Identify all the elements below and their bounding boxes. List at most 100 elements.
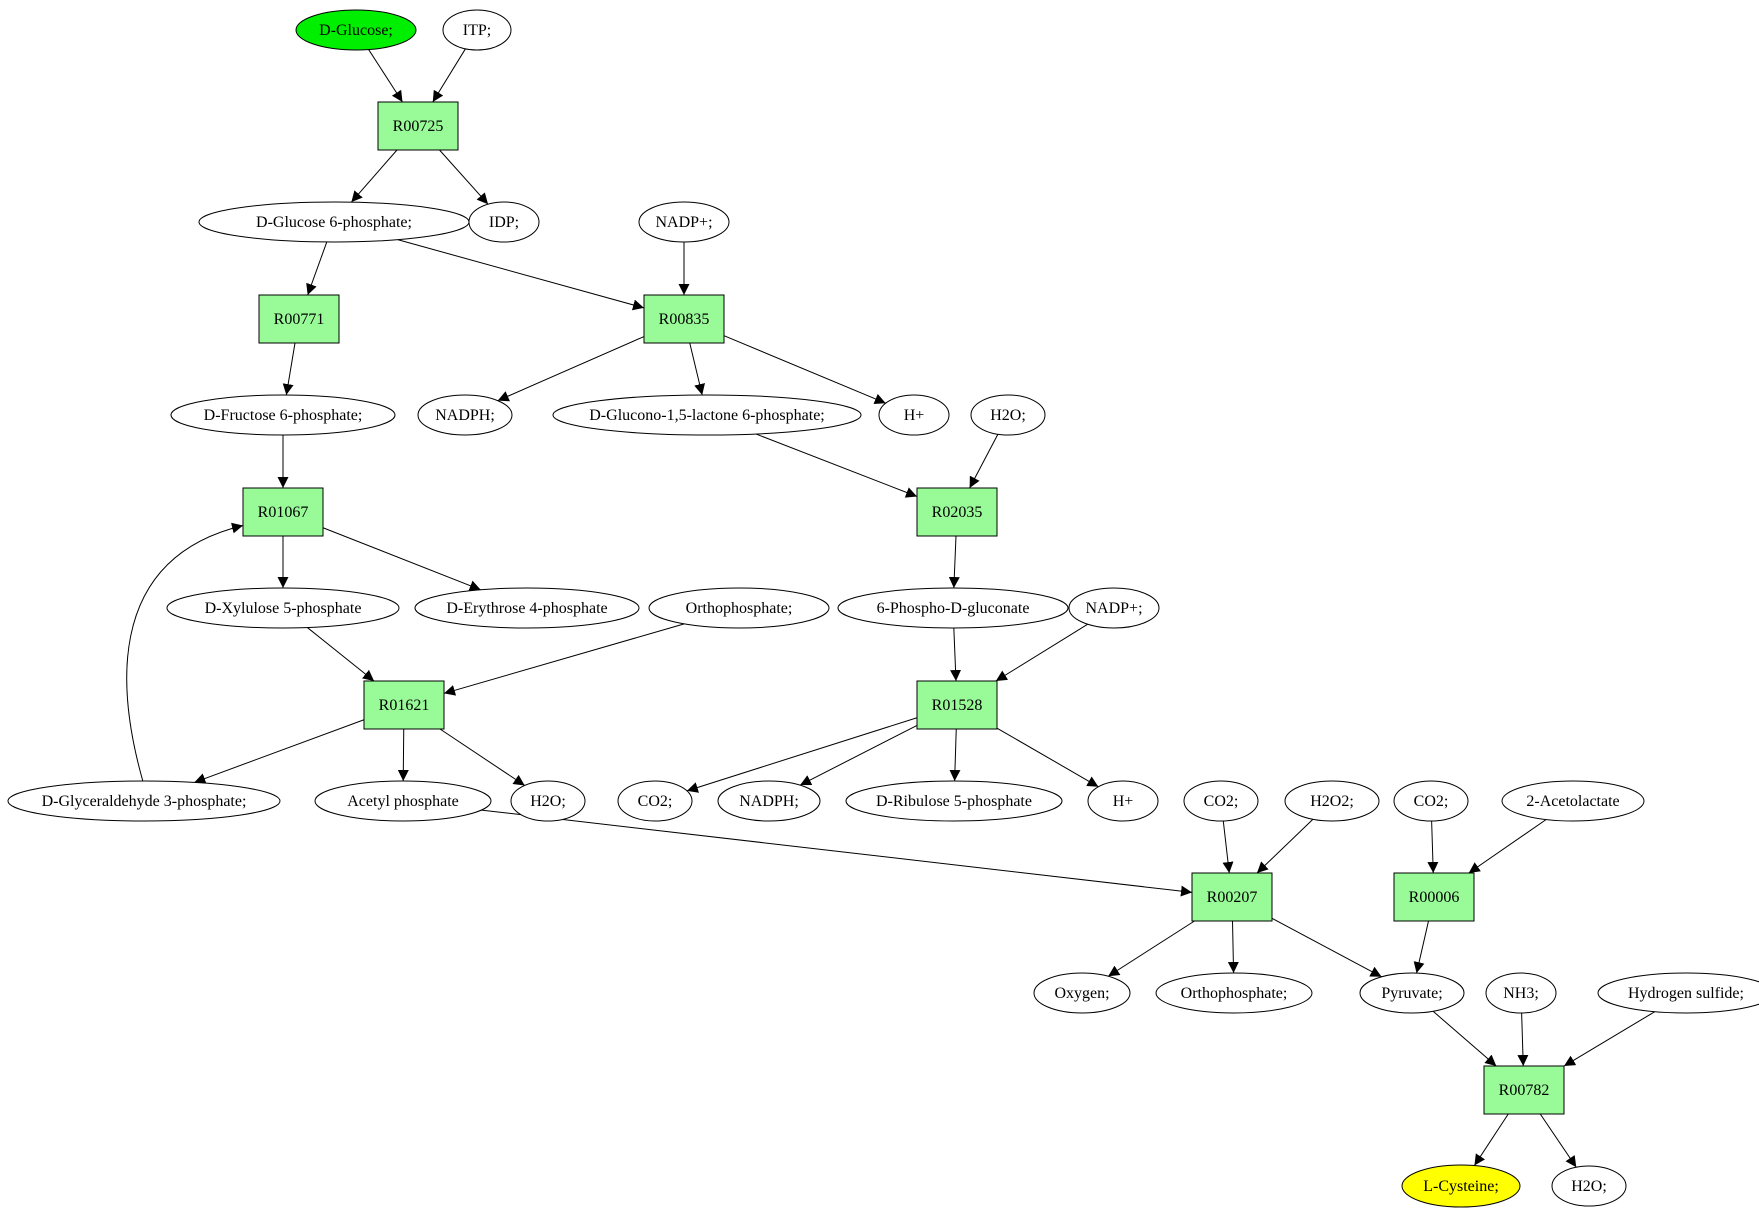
edge-h2o1-to-R02035	[969, 434, 999, 489]
edge-R00725-to-idp	[439, 149, 489, 205]
compound-ellipse	[837, 587, 1069, 629]
compound-node[interactable]: H+	[878, 394, 950, 436]
compound-node[interactable]: Acetyl phosphate	[314, 780, 492, 822]
compound-node[interactable]: Orthophosphate;	[648, 587, 830, 629]
compound-node[interactable]: D-Fructose 6-phosphate;	[170, 394, 396, 436]
compound-label: CO2;	[1414, 793, 1449, 810]
compound-ellipse	[552, 394, 862, 436]
edge-R01621-to-h2o2	[439, 728, 525, 786]
compound-label: D-Fructose 6-phosphate;	[204, 407, 363, 424]
compound-node[interactable]: H2O;	[1551, 1165, 1627, 1207]
reaction-box	[242, 487, 324, 537]
compound-node[interactable]: CO2;	[1183, 780, 1259, 822]
compound-ellipse	[1155, 972, 1313, 1014]
edge-acp-to-R00207	[481, 809, 1193, 897]
reaction-node[interactable]: R01067	[242, 487, 324, 537]
compound-label: 2-Acetolactate	[1526, 793, 1619, 810]
compound-label: ITP;	[463, 22, 491, 39]
edge-R00771-to-f6p	[282, 342, 296, 396]
edge-R01528-to-r5p	[949, 728, 961, 782]
edge-pg-to-R01528	[950, 627, 962, 682]
compound-ellipse	[414, 587, 640, 629]
compound-node[interactable]: ITP;	[442, 9, 512, 51]
compound-label: H2O;	[1571, 1178, 1607, 1195]
compound-node[interactable]: NADPH;	[717, 780, 821, 822]
compound-ellipse	[1393, 780, 1469, 822]
compound-node[interactable]: D-Glucose;	[295, 9, 417, 51]
compound-ellipse	[1087, 780, 1159, 822]
compound-node[interactable]: Oxygen;	[1033, 972, 1131, 1014]
compound-ellipse	[617, 780, 693, 822]
compound-label: D-Ribulose 5-phosphate	[876, 793, 1032, 810]
compound-label: D-Erythrose 4-phosphate	[446, 600, 607, 617]
compound-node[interactable]: D-Erythrose 4-phosphate	[414, 587, 640, 629]
compound-label: NADPH;	[739, 793, 799, 810]
edge-nadp2-to-R01528	[995, 623, 1088, 682]
compound-node[interactable]: D-Glucose 6-phosphate;	[198, 201, 470, 243]
compound-node[interactable]: Pyruvate;	[1359, 972, 1465, 1014]
compound-label: Acetyl phosphate	[347, 793, 459, 810]
edge-co2b-to-R00207	[1222, 820, 1234, 874]
compound-node[interactable]: H+	[1087, 780, 1159, 822]
compound-node[interactable]: L-Cysteine;	[1401, 1164, 1521, 1208]
compound-node[interactable]: D-Xylulose 5-phosphate	[166, 587, 400, 629]
compound-node[interactable]: 6-Phospho-D-gluconate	[837, 587, 1069, 629]
compound-ellipse	[1068, 587, 1160, 629]
edge-R01621-to-gap	[194, 719, 365, 784]
reaction-node[interactable]: R00006	[1393, 872, 1475, 922]
compound-node[interactable]: D-Glyceraldehyde 3-phosphate;	[7, 780, 281, 822]
compound-node[interactable]: Hydrogen sulfide;	[1597, 972, 1759, 1014]
compound-ellipse	[638, 201, 730, 243]
compound-ellipse	[7, 780, 281, 822]
compound-node[interactable]: CO2;	[1393, 780, 1469, 822]
reaction-box	[363, 680, 445, 730]
compound-node[interactable]: NADP+;	[638, 201, 730, 243]
edge-R01528-to-nadph2	[799, 724, 918, 786]
compound-label: Orthophosphate;	[686, 600, 793, 617]
compound-label: Orthophosphate;	[1181, 985, 1288, 1002]
compound-node[interactable]: CO2;	[617, 780, 693, 822]
compound-node[interactable]: D-Glucono-1,5-lactone 6-phosphate;	[552, 394, 862, 436]
edge-R02035-to-pg	[948, 535, 960, 589]
compound-node[interactable]: H2O2;	[1284, 780, 1380, 822]
compound-label: Oxygen;	[1054, 985, 1109, 1002]
edge-R01621-to-acp	[397, 728, 409, 782]
compound-label: NADP+;	[655, 214, 712, 231]
reaction-label: R00725	[393, 118, 444, 135]
compound-node[interactable]: H2O;	[510, 780, 586, 822]
edge-g6p-to-R00835	[397, 239, 645, 311]
compound-node[interactable]: IDP;	[468, 201, 540, 243]
compound-label: CO2;	[1204, 793, 1239, 810]
reaction-node[interactable]: R01621	[363, 680, 445, 730]
reaction-node[interactable]: R00835	[643, 294, 725, 344]
edge-g6p-to-R00771	[306, 241, 328, 296]
compound-node[interactable]: 2-Acetolactate	[1501, 780, 1645, 822]
reaction-box	[1393, 872, 1475, 922]
compound-label: D-Glucose;	[319, 22, 393, 39]
compound-ellipse	[1501, 780, 1645, 822]
compound-label: NH3;	[1503, 985, 1539, 1002]
edge-pi1-to-R01621	[443, 623, 685, 696]
compound-node[interactable]: H2O;	[970, 394, 1046, 436]
reaction-node[interactable]: R00725	[377, 101, 459, 151]
reaction-node[interactable]: R00782	[1483, 1065, 1565, 1115]
compound-node[interactable]: NH3;	[1485, 972, 1557, 1014]
compound-label: D-Glucono-1,5-lactone 6-phosphate;	[589, 407, 824, 424]
compound-ellipse	[417, 394, 513, 436]
compound-label: D-Glucose 6-phosphate;	[256, 214, 412, 231]
reaction-box	[377, 101, 459, 151]
compound-node[interactable]: NADP+;	[1068, 587, 1160, 629]
compound-node[interactable]: D-Ribulose 5-phosphate	[845, 780, 1063, 822]
reaction-node[interactable]: R01528	[916, 680, 998, 730]
compound-node[interactable]: NADPH;	[417, 394, 513, 436]
compound-label: CO2;	[638, 793, 673, 810]
compound-ellipse	[1401, 1164, 1521, 1208]
edge-R00782-to-cys	[1474, 1113, 1509, 1166]
reaction-node[interactable]: R00207	[1191, 872, 1273, 922]
compound-node[interactable]: Orthophosphate;	[1155, 972, 1313, 1014]
reaction-node[interactable]: R00771	[258, 294, 340, 344]
reaction-label: R00835	[659, 311, 710, 328]
edge-R01528-to-h2	[996, 727, 1099, 788]
reaction-node[interactable]: R02035	[916, 487, 998, 537]
